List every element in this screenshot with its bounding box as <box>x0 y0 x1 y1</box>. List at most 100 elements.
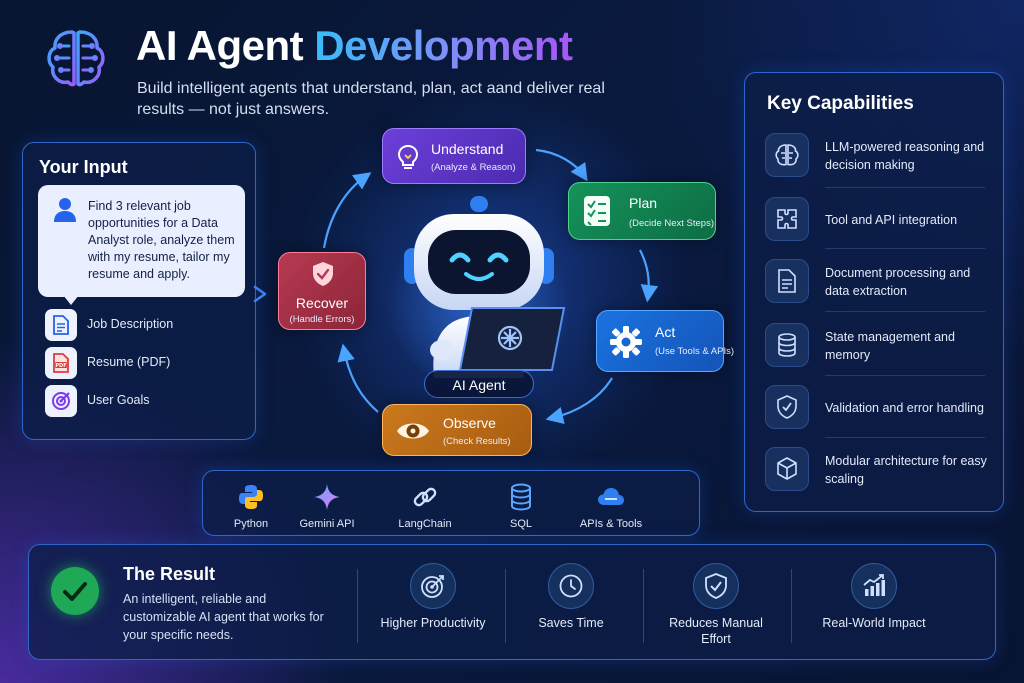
capability-label: LLM-powered reasoning and decision makin… <box>825 140 985 172</box>
gemini-sparkle-icon <box>314 484 340 510</box>
input-item-resume[interactable]: PDF Resume (PDF) <box>45 347 245 379</box>
cycle-node-act: Act (Use Tools & APIs) <box>596 310 734 372</box>
tool-apis-tools[interactable]: APIs & Tools <box>569 473 653 533</box>
node-title: Plan <box>629 195 658 211</box>
divider <box>825 187 985 188</box>
check-circle-icon <box>51 567 99 615</box>
divider <box>791 569 792 643</box>
benefit-label: Higher Productivity <box>380 616 486 630</box>
brain-circuit-logo-icon <box>47 30 105 87</box>
input-item-label: Resume (PDF) <box>87 355 171 369</box>
input-item-label: Job Description <box>87 317 174 331</box>
tool-label: LangChain <box>398 518 452 530</box>
ai-agent-robot-illustration <box>387 196 571 382</box>
tool-label: SQL <box>509 518 532 530</box>
growth-chart-icon <box>851 563 897 609</box>
page-subtitle: Build intelligent agents that understand… <box>137 80 605 118</box>
chevron-right-icon <box>253 285 267 303</box>
tool-langchain[interactable]: LangChain <box>383 473 467 533</box>
input-item-user-goals[interactable]: User Goals <box>45 385 245 417</box>
node-subtitle: (Analyze & Reason) <box>431 162 516 173</box>
node-subtitle: (Handle Errors) <box>289 314 355 325</box>
cycle-node-plan: Plan (Decide Next Steps) <box>568 182 716 240</box>
shield-check-icon <box>693 563 739 609</box>
database-icon <box>765 323 809 367</box>
prompt-text: Find 3 relevant job opportunities for a … <box>88 199 235 281</box>
tool-label: APIs & Tools <box>579 518 643 530</box>
cloud-icon <box>598 488 624 505</box>
tools-bar: Python Gemini API LangChain SQL <box>202 470 700 536</box>
benefit-label: Saves Time <box>538 616 604 630</box>
tool-python[interactable]: Python <box>209 473 293 533</box>
eye-icon <box>397 423 429 439</box>
capability-item-tool-integration: Tool and API integration <box>765 197 985 247</box>
capability-item-state-management: State management and memory <box>765 323 985 373</box>
capability-label: Document processing and data extraction <box>825 266 971 298</box>
tool-label: Gemini API <box>299 518 355 530</box>
benefit-label: Reduces Manual Effort <box>669 616 763 646</box>
lightbulb-icon <box>397 144 419 169</box>
divider <box>825 437 985 438</box>
title-accent: Development <box>314 22 573 69</box>
checklist-icon <box>584 196 610 226</box>
capabilities-title: Key Capabilities <box>767 93 914 114</box>
capability-label: Validation and error handling <box>825 401 984 415</box>
python-icon <box>239 485 263 509</box>
tool-sql[interactable]: SQL <box>479 473 563 533</box>
tool-gemini-api[interactable]: Gemini API <box>285 473 369 533</box>
benefit-higher-productivity: Higher Productivity <box>373 559 493 651</box>
ai-agent-label-text: AI Agent <box>452 377 506 393</box>
capability-label: Tool and API integration <box>825 213 958 227</box>
capability-label: State management and memory <box>825 330 955 362</box>
cycle-node-recover: Recover (Handle Errors) <box>278 252 366 330</box>
benefit-saves-time: Saves Time <box>511 559 631 651</box>
target-icon <box>45 385 77 417</box>
target-icon <box>410 563 456 609</box>
document-icon <box>765 259 809 303</box>
benefit-reduces-manual-effort: Reduces Manual Effort <box>656 559 776 651</box>
node-title: Recover <box>295 295 349 311</box>
divider <box>825 311 985 312</box>
title-main: AI Agent <box>136 22 304 69</box>
node-title: Observe <box>443 415 496 431</box>
capability-item-llm-reasoning: LLM-powered reasoning and decision makin… <box>765 133 985 183</box>
shield-check-icon <box>313 262 333 286</box>
document-icon <box>45 309 77 341</box>
user-icon <box>54 198 76 222</box>
divider <box>357 569 358 643</box>
input-item-label: User Goals <box>87 393 150 407</box>
capabilities-panel: Key Capabilities LLM-powered reasoning a… <box>744 72 1004 512</box>
tool-label: Python <box>233 518 269 530</box>
cube-icon <box>765 447 809 491</box>
divider <box>825 375 985 376</box>
capability-item-document-processing: Document processing and data extraction <box>765 259 985 309</box>
node-title: Act <box>655 324 676 340</box>
clock-icon <box>548 563 594 609</box>
result-title: The Result <box>123 564 216 584</box>
result-text: An intelligent, reliable and customizabl… <box>123 592 324 642</box>
divider <box>825 248 985 249</box>
prompt-bubble: Find 3 relevant job opportunities for a … <box>38 185 245 297</box>
capability-label: Modular architecture for easy scaling <box>825 454 987 486</box>
gear-icon <box>610 326 642 358</box>
cycle-arrow-paths <box>322 148 659 425</box>
database-icon <box>511 483 531 511</box>
cycle-node-observe: Observe (Check Results) <box>382 404 532 456</box>
node-subtitle: (Decide Next Steps) <box>629 218 715 229</box>
brain-icon <box>765 133 809 177</box>
cycle-node-understand: Understand (Analyze & Reason) <box>382 128 526 184</box>
result-panel: The Result An intelligent, reliable and … <box>28 544 996 660</box>
bubble-tail <box>63 295 79 305</box>
node-title: Understand <box>431 141 504 157</box>
cycle-arrows <box>322 148 659 425</box>
node-subtitle: (Use Tools & APIs) <box>655 346 735 357</box>
ai-agent-label: AI Agent <box>424 370 534 398</box>
capability-item-modular-architecture: Modular architecture for easy scaling <box>765 447 987 497</box>
input-item-job-description[interactable]: Job Description <box>45 309 245 341</box>
puzzle-icon <box>765 197 809 241</box>
node-subtitle: (Check Results) <box>443 436 511 447</box>
benefit-label: Real-World Impact <box>822 616 926 630</box>
benefit-real-world-impact: Real-World Impact <box>814 559 934 651</box>
input-panel-title: Your Input <box>39 157 128 177</box>
divider <box>643 569 644 643</box>
